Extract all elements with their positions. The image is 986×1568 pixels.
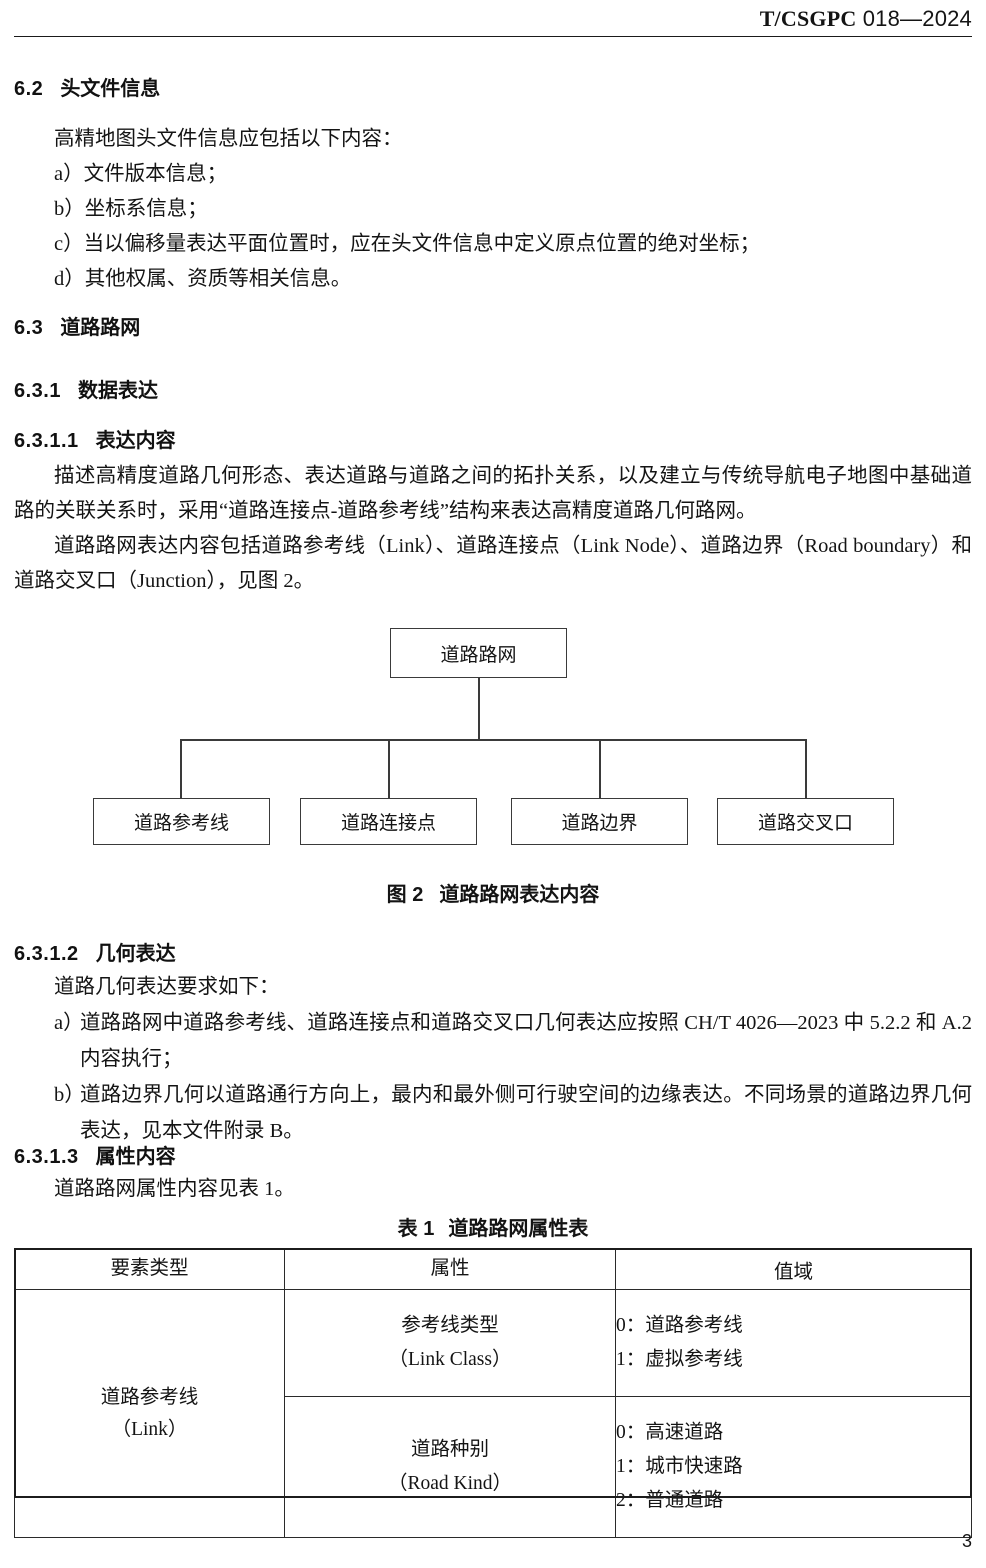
heading-6-3-number: 6.3 bbox=[14, 317, 44, 339]
table-cell-attr-link-class: 参考线类型 （Link Class） bbox=[284, 1289, 616, 1397]
table-cell-attr-road-kind: 道路种别 （Road Kind） bbox=[284, 1396, 616, 1538]
figure-2-caption-title: 道路路网表达内容 bbox=[439, 884, 600, 906]
table-cell-attr-road-kind-cn: 道路种别 bbox=[410, 1439, 489, 1460]
standard-code-number: 018—2024 bbox=[856, 6, 972, 31]
figure-2-caption-number: 图 2 bbox=[386, 884, 424, 906]
heading-6-3-1-1-title: 表达内容 bbox=[95, 430, 176, 452]
heading-6-3-1-3: 6.3.1.3 属性内容 bbox=[14, 1140, 176, 1169]
paragraph-6-3-1-2-intro: 道路几何表达要求如下： bbox=[54, 976, 280, 998]
standard-code-prefix: T/CSGPC bbox=[759, 6, 857, 31]
table-cell-values-link-class: 0：道路参考线 1：虚拟参考线 bbox=[615, 1289, 972, 1397]
diagram-node-child-1-label: 道路参考线 bbox=[133, 813, 229, 834]
list-item-6-2-c: c）当以偏移量表达平面位置时，应在头文件信息中定义原点位置的绝对坐标； bbox=[54, 233, 761, 255]
paragraph-6-3-1-1-a: 描述高精度道路几何形态、表达道路与道路之间的拓扑关系，以及建立与传统导航电子地图… bbox=[14, 465, 972, 522]
table-cell-attr-link-class-cn: 参考线类型 bbox=[401, 1315, 499, 1336]
heading-6-3-1-number: 6.3.1 bbox=[14, 380, 61, 402]
table-1-caption: 表 1 道路路网属性表 bbox=[0, 1212, 986, 1241]
table-header-value-domain: 值域 bbox=[615, 1248, 972, 1290]
list-item-6-3-1-2-b: b） 道路边界几何以道路通行方向上，最内和最外侧可行驶空间的边缘表达。不同场景的… bbox=[54, 1077, 972, 1149]
table-cell-values-road-kind: 0：高速道路 1：城市快速路 2：普通道路 bbox=[615, 1396, 972, 1538]
page-number: 3 bbox=[961, 1531, 972, 1551]
list-item-6-2-a: a）文件版本信息； bbox=[54, 163, 228, 185]
heading-6-3-1-2: 6.3.1.2 几何表达 bbox=[14, 937, 176, 966]
table-row-road-kind: 道路种别 （Road Kind） 0：高速道路 1：城市快速路 2：普通道路 bbox=[15, 1396, 972, 1538]
table-1-caption-number: 表 1 bbox=[397, 1218, 435, 1240]
list-item-6-3-1-2-b-marker: b） bbox=[54, 1084, 85, 1106]
table-header-attribute: 属性 bbox=[284, 1248, 616, 1290]
page-header: T/CSGPC 018—2024 bbox=[0, 0, 986, 46]
diagram-node-root-label: 道路路网 bbox=[440, 644, 517, 666]
heading-6-3-1-2-number: 6.3.1.2 bbox=[14, 943, 79, 965]
list-item-6-3-1-2-b-text: 道路边界几何以道路通行方向上，最内和最外侧可行驶空间的边缘表达。不同场景的道路边… bbox=[80, 1084, 972, 1142]
heading-6-3-1: 6.3.1 数据表达 bbox=[14, 374, 158, 403]
value-item: 2：普通道路 bbox=[616, 1490, 724, 1511]
list-item-6-3-1-2-a-text: 道路路网中道路参考线、道路连接点和道路交叉口几何表达应按照 CH/T 4026—… bbox=[80, 1012, 972, 1070]
heading-6-3-1-1-number: 6.3.1.1 bbox=[14, 430, 79, 452]
diagram-node-child-3-label: 道路边界 bbox=[561, 813, 638, 834]
diagram-connector-root-stem bbox=[478, 678, 480, 739]
table-1-road-network-attributes: 要素类型 属性 值域 道路参考线 （Link） 参考线类型 （Link Clas… bbox=[14, 1248, 972, 1538]
value-item: 0：道路参考线 bbox=[616, 1315, 743, 1336]
heading-6-2: 6.2 头文件信息 bbox=[14, 72, 160, 101]
diagram-node-root: 道路路网 bbox=[390, 628, 567, 678]
table-cell-attr-road-kind-en: （Road Kind） bbox=[387, 1473, 513, 1494]
heading-6-2-number: 6.2 bbox=[14, 78, 44, 100]
header-divider-rule bbox=[14, 36, 972, 37]
diagram-connector-drop-4 bbox=[805, 739, 807, 798]
table-1-caption-title: 道路路网属性表 bbox=[448, 1218, 589, 1240]
table-row-link-class: 道路参考线 （Link） 参考线类型 （Link Class） 0：道路参考线 … bbox=[14, 1289, 972, 1538]
heading-6-3: 6.3 道路路网 bbox=[14, 311, 140, 340]
heading-6-3-1-1: 6.3.1.1 表达内容 bbox=[14, 424, 176, 453]
value-item: 1：虚拟参考线 bbox=[616, 1349, 743, 1370]
diagram-connector-horizontal-bus bbox=[180, 739, 806, 741]
heading-6-3-1-title: 数据表达 bbox=[77, 380, 158, 402]
table-header-row: 要素类型 属性 值域 bbox=[14, 1248, 972, 1290]
paragraph-6-3-1-3: 道路路网属性内容见表 1。 bbox=[54, 1178, 295, 1200]
table-header-element-type: 要素类型 bbox=[14, 1248, 285, 1290]
diagram-node-child-2: 道路连接点 bbox=[300, 798, 477, 845]
diagram-node-child-4: 道路交叉口 bbox=[717, 798, 894, 845]
standard-code: T/CSGPC 018—2024 bbox=[760, 6, 972, 32]
list-item-6-3-1-2-a-marker: a） bbox=[54, 1012, 84, 1034]
table-cell-attr-link-class-en: （Link Class） bbox=[388, 1349, 512, 1370]
list-item-6-2-d: d）其他权属、资质等相关信息。 bbox=[54, 268, 352, 290]
diagram-node-child-2-label: 道路连接点 bbox=[340, 813, 436, 834]
heading-6-3-1-3-number: 6.3.1.3 bbox=[14, 1146, 79, 1168]
diagram-node-child-3: 道路边界 bbox=[511, 798, 688, 845]
table-cell-element-link-cn: 道路参考线 bbox=[100, 1386, 199, 1408]
heading-6-3-title: 道路路网 bbox=[60, 317, 141, 339]
figure-2-caption: 图 2 道路路网表达内容 bbox=[0, 878, 986, 907]
diagram-connector-drop-3 bbox=[599, 739, 601, 798]
list-item-6-2-b: b）坐标系信息； bbox=[54, 198, 208, 220]
heading-6-3-1-3-title: 属性内容 bbox=[95, 1146, 176, 1168]
diagram-connector-drop-2 bbox=[388, 739, 390, 798]
table-cell-element-link: 道路参考线 （Link） bbox=[14, 1289, 285, 1538]
value-item: 1：城市快速路 bbox=[616, 1456, 743, 1477]
diagram-node-child-4-label: 道路交叉口 bbox=[757, 813, 853, 834]
value-item: 0：高速道路 bbox=[616, 1422, 724, 1443]
paragraph-6-3-1-1-b: 道路路网表达内容包括道路参考线（Link）、道路连接点（Link Node）、道… bbox=[14, 535, 972, 592]
paragraph-6-2-intro: 高精地图头文件信息应包括以下内容： bbox=[54, 128, 403, 150]
table-cell-element-link-en: （Link） bbox=[111, 1418, 188, 1440]
heading-6-2-title: 头文件信息 bbox=[60, 78, 161, 100]
list-item-6-3-1-2-a: a） 道路路网中道路参考线、道路连接点和道路交叉口几何表达应按照 CH/T 40… bbox=[54, 1005, 972, 1077]
heading-6-3-1-2-title: 几何表达 bbox=[95, 943, 176, 965]
diagram-connector-drop-1 bbox=[180, 739, 182, 798]
diagram-node-child-1: 道路参考线 bbox=[93, 798, 270, 845]
